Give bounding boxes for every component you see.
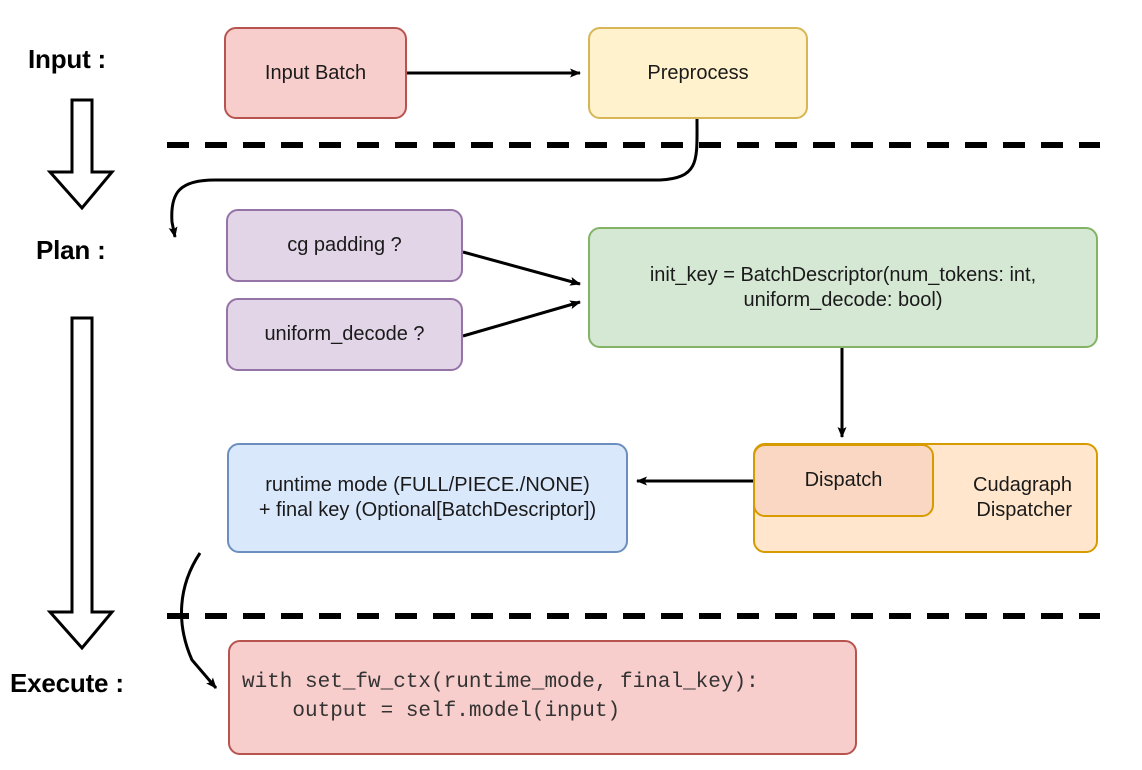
edge-preprocess-to-cg-padding <box>168 118 699 238</box>
node-cudagraph-dispatcher-line2: Dispatcher <box>976 499 1072 521</box>
node-preprocess[interactable]: Preprocess <box>588 27 808 119</box>
node-runtime-mode[interactable]: runtime mode (FULL/PIECE./NONE) + final … <box>227 443 628 553</box>
node-execute-code-line1: with set_fw_ctx(runtime_mode, final_key)… <box>242 671 759 695</box>
node-runtime-mode-line1: runtime mode (FULL/PIECE./NONE) <box>265 474 590 496</box>
stage-label-input: Input : <box>28 44 107 74</box>
stage-label-execute: Execute : <box>10 668 124 698</box>
node-runtime-mode-line2: + final key (Optional[BatchDescriptor]) <box>258 499 597 521</box>
edge-cg-padding-to-init-key <box>462 250 581 286</box>
node-init-key-line2: uniform_decode: bool) <box>743 288 943 311</box>
edge-runtime-mode-to-execute-code <box>180 552 218 689</box>
node-uniform-decode-label: uniform_decode ? <box>264 323 425 345</box>
node-input-batch[interactable]: Input Batch <box>224 27 407 119</box>
stage-label-plan: Plan : <box>36 235 106 265</box>
edge-uniform-decode-to-init-key <box>462 300 581 338</box>
node-uniform-decode[interactable]: uniform_decode ? <box>226 298 463 371</box>
stage-arrow-plan-to-execute <box>46 316 116 651</box>
node-input-batch-label: Input Batch <box>264 61 367 84</box>
node-cg-padding[interactable]: cg padding ? <box>226 209 463 282</box>
node-cudagraph-dispatcher-line1: Cudagraph <box>973 474 1072 496</box>
node-dispatch[interactable]: Dispatch <box>753 444 934 517</box>
node-execute-code-line2: output = self.model(input) <box>242 699 621 723</box>
node-preprocess-label: Preprocess <box>647 61 749 84</box>
node-init-key[interactable]: init_key = BatchDescriptor(num_tokens: i… <box>588 227 1098 348</box>
node-cg-padding-label: cg padding ? <box>287 234 402 256</box>
node-execute-code[interactable]: with set_fw_ctx(runtime_mode, final_key)… <box>228 640 857 755</box>
node-dispatch-label: Dispatch <box>804 469 883 491</box>
stage-arrow-input-to-plan <box>46 98 116 211</box>
node-init-key-line1: init_key = BatchDescriptor(num_tokens: i… <box>649 263 1037 286</box>
